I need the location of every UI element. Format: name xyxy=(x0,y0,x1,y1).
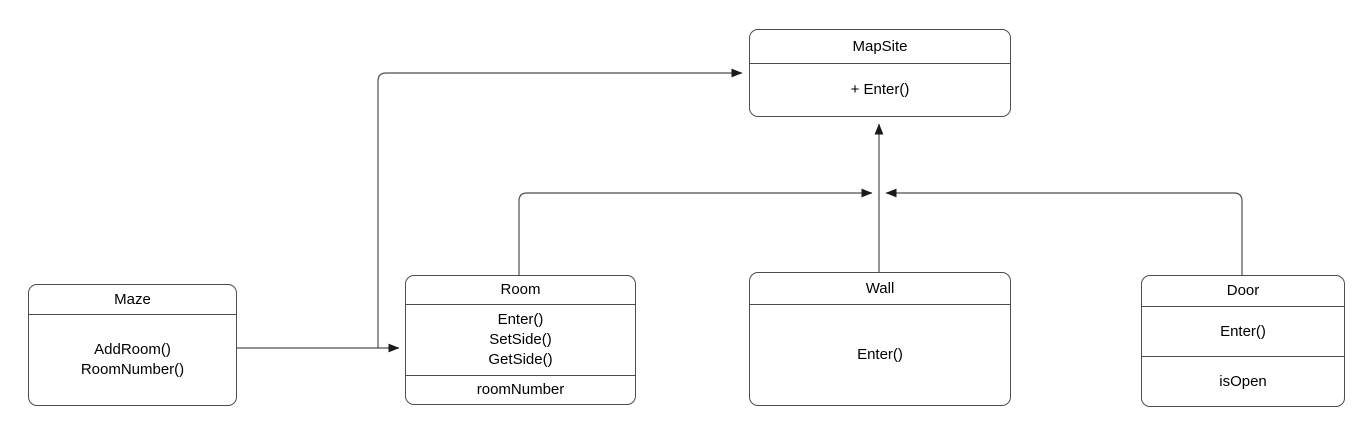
class-operations-maze: AddRoom() RoomNumber() xyxy=(29,314,236,405)
class-attributes-room: roomNumber xyxy=(406,375,635,404)
class-box-door[interactable]: Door Enter() isOpen xyxy=(1141,275,1345,407)
class-box-maze[interactable]: Maze AddRoom() RoomNumber() xyxy=(28,284,237,406)
class-attributes-door: isOpen xyxy=(1142,356,1344,406)
class-name-mapsite: MapSite xyxy=(852,37,908,55)
class-name-door: Door xyxy=(1226,282,1260,299)
class-operations-door: Enter() xyxy=(1142,306,1344,356)
class-operations-wall: Enter() xyxy=(750,304,1010,405)
edge-door-to-junction xyxy=(885,188,1243,275)
class-name-room: Room xyxy=(500,281,541,298)
class-box-room[interactable]: Room Enter() SetSide() GetSide() roomNum… xyxy=(405,275,636,405)
class-box-wall[interactable]: Wall Enter() xyxy=(749,272,1011,406)
class-operations-room: Enter() SetSide() GetSide() xyxy=(406,304,635,375)
edge-room-to-junction xyxy=(518,188,873,275)
class-operations-mapsite: + Enter() xyxy=(750,63,1010,116)
class-name-maze: Maze xyxy=(114,290,151,308)
class-name-wall: Wall xyxy=(865,279,895,297)
class-box-mapsite[interactable]: MapSite + Enter() xyxy=(749,29,1011,117)
